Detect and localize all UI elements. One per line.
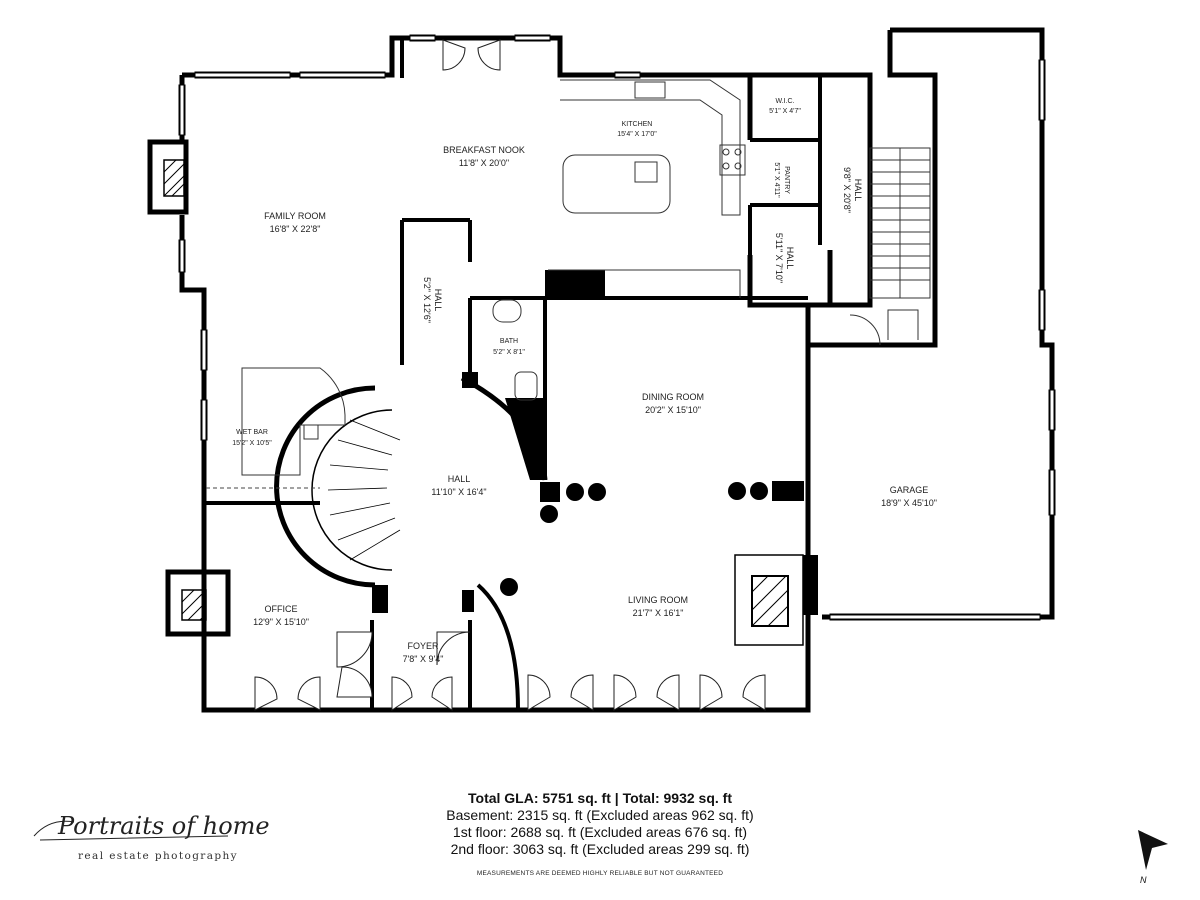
logo-tagline: real estate photography — [78, 850, 239, 862]
pantry-name: PANTRY — [783, 166, 790, 194]
kitchen-dims: 15'4" X 17'0" — [617, 131, 657, 138]
disclaimer: MEASUREMENTS ARE DEEMED HIGHLY RELIABLE … — [476, 870, 724, 877]
fireplace-icon — [147, 139, 189, 215]
kitchen-name: KITCHEN — [622, 121, 653, 128]
family-room-name: FAMILY ROOM — [264, 211, 326, 221]
window-frames — [178, 34, 1056, 621]
living-room-dims: 21'7" X 16'1" — [633, 608, 684, 618]
hall-north-dims: 5'2" X 12'6" — [422, 277, 432, 323]
breakfast-nook-name: BREAKFAST NOOK — [443, 145, 525, 155]
garage-dims: 18'9" X 45'10" — [881, 498, 937, 508]
fireplace-icon — [734, 554, 818, 646]
total-gla: Total GLA: 5751 sq. ft | Total: 9932 sq.… — [468, 790, 732, 806]
windows — [180, 36, 1054, 619]
dining-room-dims: 20'2" X 15'10" — [645, 405, 701, 415]
garage-name: GARAGE — [890, 485, 929, 495]
foyer-dims: 7'8" X 9'4" — [403, 654, 444, 664]
north-arrow: N — [1132, 826, 1176, 886]
hall-small-dims: 5'11" X 7'10" — [774, 233, 784, 283]
basement-area: Basement: 2315 sq. ft (Excluded areas 96… — [446, 807, 754, 823]
wall-mass — [462, 590, 474, 612]
hall-right-dims: 9'8" X 20'8" — [842, 167, 852, 213]
wet-bar-name: WET BAR — [236, 429, 268, 436]
dining-room-name: DINING ROOM — [642, 392, 704, 402]
room-labels: FAMILY ROOM 16'8" X 22'8" BREAKFAST NOOK… — [232, 98, 937, 664]
office-name: OFFICE — [265, 604, 298, 614]
wall-mass — [505, 398, 545, 480]
area-totals: Total GLA: 5751 sq. ft | Total: 9932 sq.… — [380, 790, 820, 858]
curved-wall — [476, 583, 520, 711]
second-floor-area: 2nd floor: 3063 sq. ft (Excluded areas 2… — [450, 841, 750, 857]
interior-walls — [204, 38, 822, 710]
north-label: N — [1140, 875, 1147, 885]
office-dims: 12'9" X 15'10" — [253, 617, 309, 627]
hall-north-name: HALL — [433, 289, 443, 312]
fireplace-icon — [165, 569, 231, 637]
bath-name: BATH — [500, 338, 518, 345]
company-logo: Portraits of home real estate photograph… — [30, 810, 270, 870]
hall-right-name: HALL — [853, 179, 863, 202]
foyer-name: FOYER — [407, 641, 439, 651]
columns — [500, 481, 804, 596]
breakfast-nook-dims: 11'8" X 20'0" — [459, 158, 509, 168]
logo-swash — [33, 820, 229, 841]
wet-bar-dims: 15'2" X 10'5" — [232, 440, 272, 447]
north-arrow-icon: N — [1138, 830, 1168, 885]
first-floor-area: 1st floor: 2688 sq. ft (Excluded areas 6… — [452, 824, 748, 840]
stair-icon — [274, 385, 401, 588]
hall-center-name: HALL — [448, 474, 471, 484]
wall-mass — [462, 372, 478, 388]
wall-mass — [545, 270, 605, 298]
logo-script: Portraits of home — [58, 812, 270, 840]
kitchen-fixtures — [241, 79, 919, 476]
wic-name: W.I.C. — [775, 98, 794, 105]
living-room-name: LIVING ROOM — [628, 595, 688, 605]
front-doors — [254, 39, 766, 711]
stair-icon — [869, 147, 931, 299]
wall-mass — [372, 585, 388, 613]
hall-small-name: HALL — [785, 247, 795, 270]
wic-dims: 5'1" X 4'7" — [769, 108, 801, 115]
pantry-dims: 5'1" X 4'11" — [773, 162, 780, 198]
family-room-dims: 16'8" X 22'8" — [270, 224, 321, 234]
hall-center-dims: 11'10" X 16'4" — [431, 487, 486, 497]
bath-dims: 5'2" X 8'1" — [493, 349, 525, 356]
